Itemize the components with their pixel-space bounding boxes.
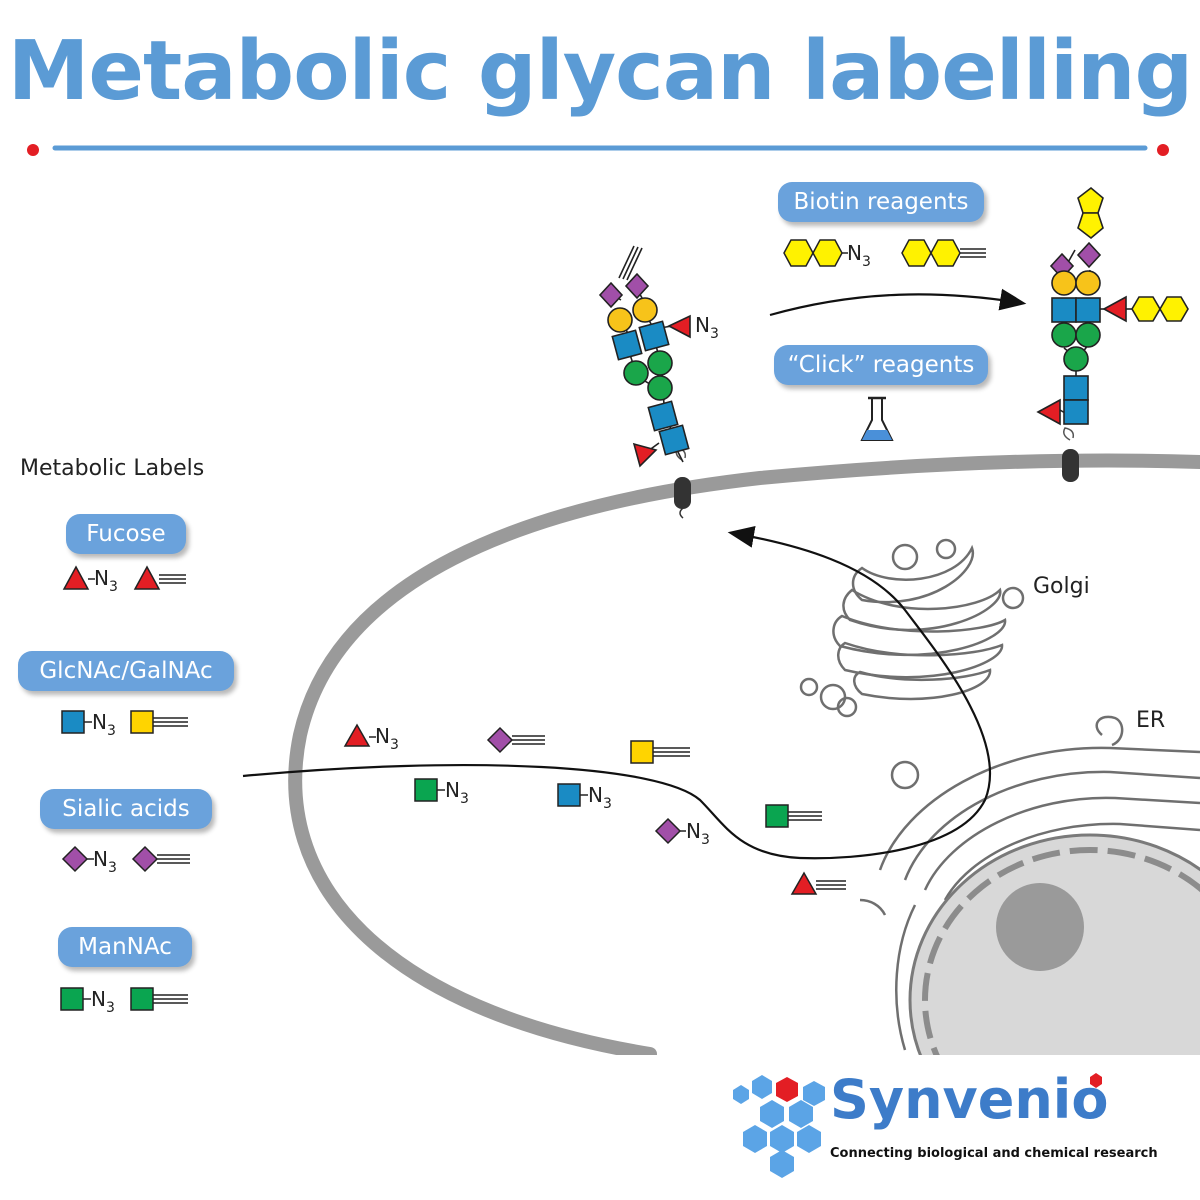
- category-sialic-acids: Sialic acids: [40, 789, 212, 829]
- er-label: ER: [1136, 708, 1165, 733]
- biotin-azide-reagent: [783, 239, 848, 267]
- click-reagents-label: “Click” reagents: [774, 345, 988, 385]
- trafficking-path: [242, 525, 992, 860]
- legend-fucose-azide: N3: [94, 566, 118, 595]
- golgi-label: Golgi: [1033, 574, 1090, 599]
- legend-mannac-azide: N3: [91, 987, 115, 1016]
- cytoplasm-fucose-azide: N3: [375, 724, 399, 753]
- biotin-azide-label: N3: [847, 241, 871, 270]
- legend-glcnac-symbols: [61, 710, 188, 734]
- legend-fucose-symbols: [62, 565, 186, 590]
- cell-membrane: [288, 453, 1200, 1061]
- golgi-apparatus: [799, 538, 1025, 790]
- metabolic-labels-heading: Metabolic Labels: [20, 456, 205, 481]
- reaction-arrow: [769, 288, 1027, 317]
- cytoplasm-labels: [343, 723, 846, 895]
- legend-sialic-azide: N3: [93, 847, 117, 876]
- header-divider: [27, 144, 1169, 156]
- membrane-anchor: [674, 447, 691, 519]
- legend-glcnac-azide: N3: [92, 710, 116, 739]
- glycan-labelled: [1036, 186, 1189, 426]
- biotin-reagents-label: Biotin reagents: [778, 182, 984, 222]
- legend-sialic-symbols: [61, 845, 190, 873]
- page-title: Metabolic glycan labelling: [7, 24, 1193, 119]
- azide-label-glycan: N3: [695, 313, 719, 342]
- legend-mannac-symbols: [60, 987, 188, 1011]
- biotin-alkyne-reagent: [901, 239, 986, 267]
- flask-icon: [860, 396, 894, 441]
- synvenio-logo-icon: [733, 1073, 1102, 1178]
- category-glcnac-galnac: GlcNAc/GalNAc: [18, 651, 234, 691]
- cytoplasm-glcnac-azide: N3: [588, 783, 612, 812]
- brand-tagline: Connecting biological and chemical resea…: [830, 1146, 1158, 1161]
- brand-name: Synvenio: [830, 1068, 1109, 1131]
- membrane-anchor-labelled: [1062, 427, 1079, 482]
- glycan-unlabelled: [598, 245, 691, 468]
- category-mannac: ManNAc: [58, 927, 192, 967]
- cytoplasm-mannac-azide: N3: [445, 778, 469, 807]
- cytoplasm-sialic-azide: N3: [686, 819, 710, 848]
- category-fucose: Fucose: [66, 514, 186, 554]
